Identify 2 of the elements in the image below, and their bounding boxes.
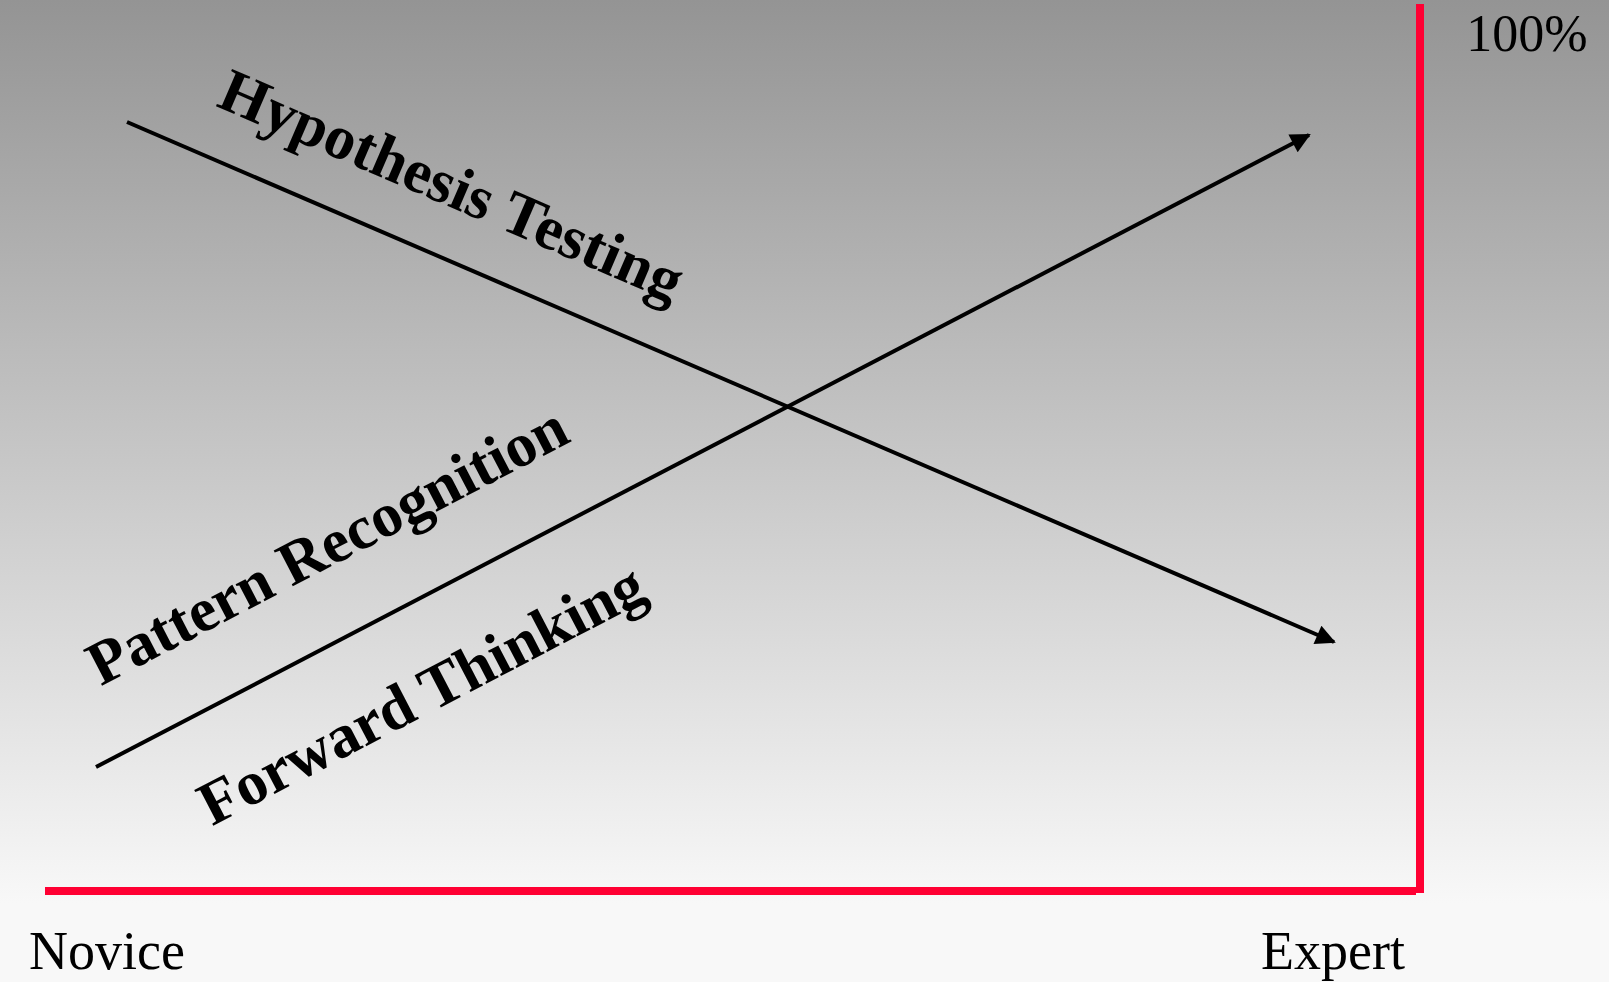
axis-label: Novice: [29, 924, 185, 978]
axis-label: 100%: [1466, 8, 1588, 60]
